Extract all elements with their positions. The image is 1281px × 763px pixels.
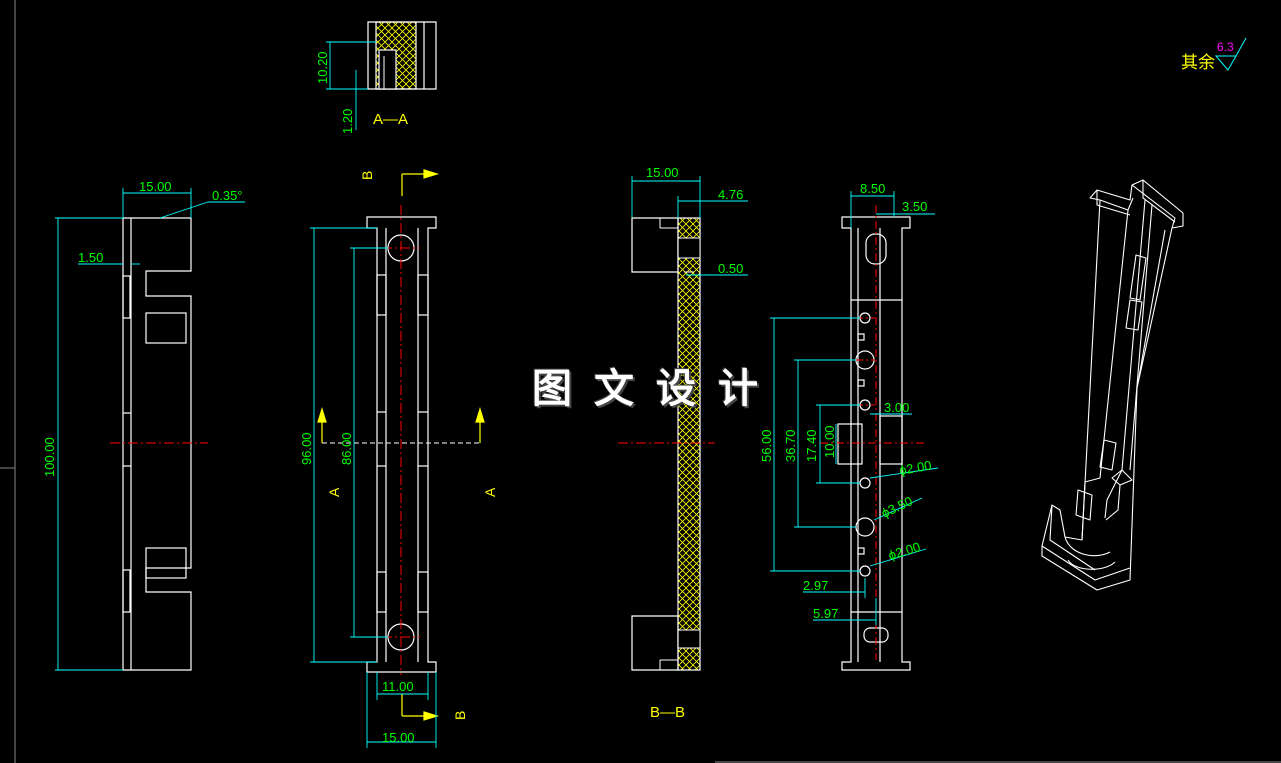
roughness-text: 其余 xyxy=(1181,53,1215,73)
middle-bottom-width-dim: 11.00 xyxy=(382,679,414,694)
side-10-dim: 10.00 xyxy=(822,425,837,458)
section-a-right-label: A xyxy=(482,487,498,497)
side-holes xyxy=(855,312,875,577)
section-arrows xyxy=(317,169,485,721)
side-hole-4 xyxy=(859,477,871,489)
side-297-dim: 2.97 xyxy=(803,578,828,593)
roughness-symbol: 其余 6.3 xyxy=(1181,37,1247,73)
side-597-dim: 5.97 xyxy=(813,606,838,621)
front-view-dims xyxy=(55,188,245,671)
section-aa-view xyxy=(367,21,437,90)
section-bb-label: B—B xyxy=(650,704,685,721)
side-17-dim: 17.40 xyxy=(804,429,819,462)
bb-offset-dim: 4.76 xyxy=(718,187,743,202)
isometric-view xyxy=(1041,179,1184,591)
hole-d2a-dim: ϕ2.00 xyxy=(898,458,933,478)
watermark: 图文设计 xyxy=(532,365,780,412)
section-aa-height-dim: 10.20 xyxy=(315,51,330,84)
middle-pitch-dim: 86.00 xyxy=(339,432,354,465)
section-b-bottom-label: B xyxy=(452,711,468,720)
section-aa-label: A—A xyxy=(373,111,408,128)
side-56-dim: 56.00 xyxy=(759,429,774,462)
roughness-value: 6.3 xyxy=(1217,40,1234,54)
section-a-left-label: A xyxy=(326,487,342,497)
side-hole-6 xyxy=(859,565,871,577)
middle-total-dim: 96.00 xyxy=(299,432,314,465)
middle-center-lines xyxy=(382,205,420,675)
front-width-dim: 15.00 xyxy=(139,179,172,194)
section-aa-dims xyxy=(326,41,376,130)
side-hole-5 xyxy=(855,517,875,537)
front-height-dim: 100.00 xyxy=(42,437,57,477)
section-aa-gap-dim: 1.20 xyxy=(340,109,355,134)
hole-d2b-dim: ϕ2.00 xyxy=(886,539,922,563)
middle-view-dims xyxy=(310,227,437,748)
side-3-dim: 3.00 xyxy=(884,400,909,415)
bb-width-dim: 15.00 xyxy=(646,165,679,180)
bb-thin-dim: 0.50 xyxy=(718,261,743,276)
middle-overall-width-dim: 15.00 xyxy=(382,730,415,745)
section-b-top-label: B xyxy=(359,171,375,180)
front-view xyxy=(122,217,192,671)
front-angle-dim: 0.35° xyxy=(212,188,243,203)
hole-d35-dim: ϕ3.50 xyxy=(879,493,915,520)
side-offset-dim: 3.50 xyxy=(902,199,927,214)
side-view-dims xyxy=(770,191,939,625)
side-36-dim: 36.70 xyxy=(783,429,798,462)
section-bb-dims xyxy=(631,176,748,276)
section-bb-view xyxy=(631,217,701,671)
front-step-dim: 1.50 xyxy=(78,250,103,265)
side-width-dim: 8.50 xyxy=(860,181,885,196)
